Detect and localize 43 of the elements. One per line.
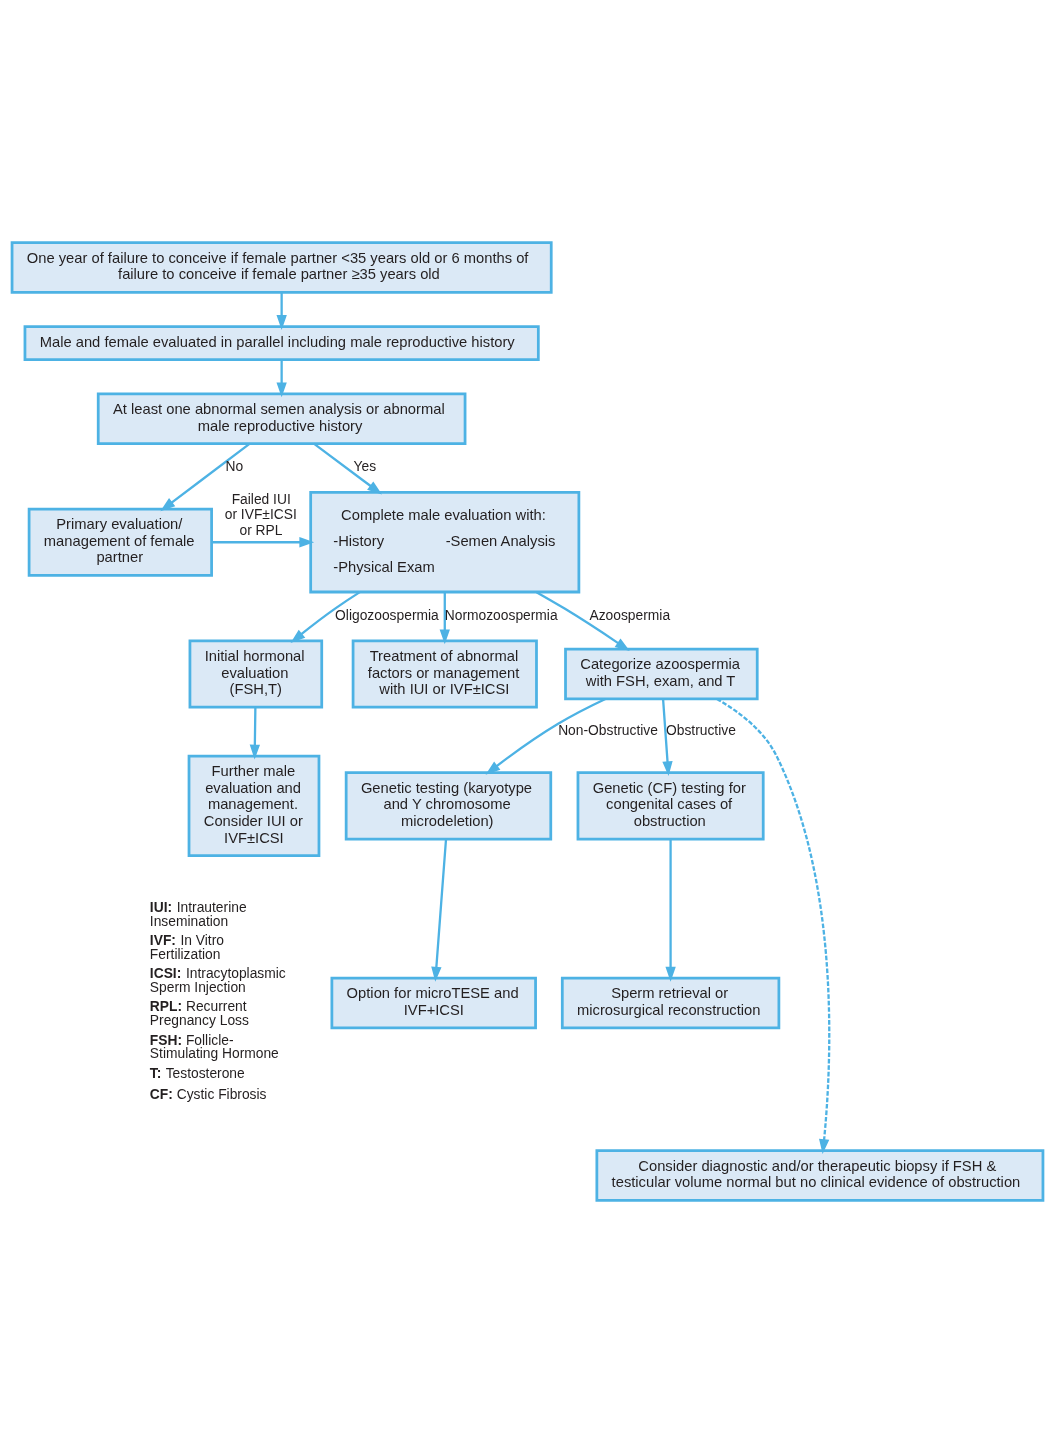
label: CF: Cystic Fibrosis <box>149 1085 267 1102</box>
node-box: Treatment of abnormal factors or management with IUI or IVF±ICSI <box>351 639 538 709</box>
arrow <box>665 839 676 982</box>
arrow <box>716 698 831 1154</box>
arrow <box>431 838 448 982</box>
node-box: Categorize azoospermia with FSH, exam, and T <box>564 647 759 701</box>
label: ICSI: Intracytoplasmic Sperm Injection <box>149 965 286 996</box>
arrow <box>249 707 260 760</box>
arrow <box>290 591 361 643</box>
arrow <box>661 699 673 777</box>
edge-label: Failed IUI or IVF±ICSI or RPL <box>224 490 297 538</box>
edge-label: Yes <box>353 458 377 475</box>
label: FSH: Follicle-Stimulating Hormone <box>149 1031 279 1062</box>
node-box: Primary evaluation/ management of female partner <box>27 507 213 577</box>
node-box: Further male evaluation and management. Consider IUI or IVF±ICSI <box>187 754 321 857</box>
node-box: Genetic testing (karyotype and Y chromosome microdeletion) <box>344 771 553 841</box>
label: T: Testosterone <box>149 1064 245 1081</box>
arrow <box>439 592 450 645</box>
node-box: One year of failure to conceive if female partner <35 years old or 6 months of failure to conceive if female partner ≥35 years old <box>10 241 553 294</box>
edge-label: Obstructive <box>665 721 736 738</box>
node-box: Consider diagnostic and/or therapeutic biopsy if FSH & testicular volume normal but no clinical evidence of obstruction <box>595 1149 1045 1202</box>
label: IVF: In Vitro Fertilization <box>149 932 224 962</box>
arrow <box>276 292 287 330</box>
edge-label: Normozoospermia <box>444 606 558 623</box>
arrow <box>485 697 606 775</box>
node-box: Option for microTESE and IVF+ICSI <box>330 976 537 1030</box>
arrow <box>212 537 315 548</box>
arrow <box>535 591 630 652</box>
edge-label: Azoospermia <box>589 606 671 623</box>
arrow <box>276 360 287 398</box>
node-box: Sperm retrieval or microsurgical reconstruction <box>560 976 781 1030</box>
label: RPL: Recurrent Pregnancy Loss <box>149 998 249 1029</box>
node-box: At least one abnormal semen analysis or abnormal male reproductive history <box>96 392 467 445</box>
edge-label: Oligozoospermia <box>335 606 439 623</box>
arrow <box>313 442 382 495</box>
node-box: Male and female evaluated in parallel including male reproductive history <box>23 325 540 362</box>
node-box: Genetic (CF) testing for congenital cases of obstruction <box>576 771 765 841</box>
node-box: Complete male evaluation with: -History -Semen Analysis -Physical Exam <box>309 491 581 594</box>
label: IUI: Intrauterine Insemination <box>149 898 247 929</box>
edge-label: No <box>225 458 244 475</box>
arrow <box>160 442 251 512</box>
edge-label: Non-Obstructive <box>558 721 658 738</box>
node-box: Initial hormonal evaluation (FSH,T) <box>188 639 324 709</box>
